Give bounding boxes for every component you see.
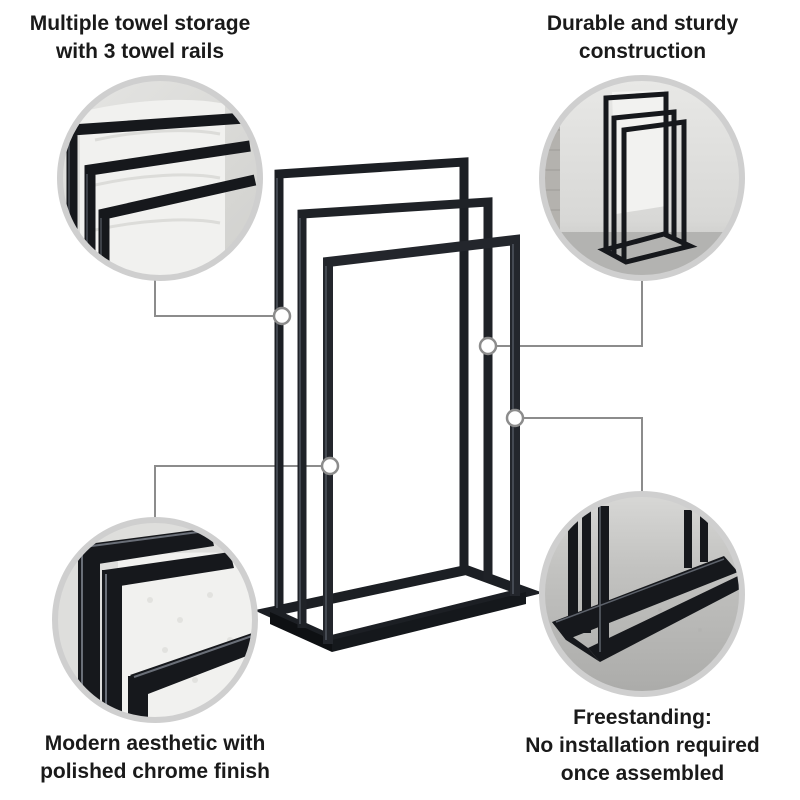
towel-rack — [254, 157, 544, 652]
callout-dot-aesthetic — [320, 456, 340, 476]
callout-dot-freestanding — [505, 408, 525, 428]
detail-circle-storage — [57, 75, 263, 281]
callout-dot-storage — [272, 306, 292, 326]
callout-line-aesthetic — [154, 465, 322, 520]
callout-lines — [154, 278, 643, 520]
callout-line-storage — [154, 278, 274, 317]
caption-line: Modern aesthetic with — [44, 732, 266, 755]
feature-caption-storage: Multiple towel storage with 3 towel rail… — [20, 10, 260, 66]
caption-line: Freestanding: — [573, 706, 712, 729]
feature-caption-freestanding: Freestanding: No installation required o… — [500, 704, 785, 788]
rail-middle — [297, 197, 493, 628]
detail-circle-freestanding — [539, 491, 745, 697]
caption-line: Durable and sturdy — [546, 12, 739, 35]
caption-line: polished chrome finish — [40, 760, 270, 783]
towel-image — [80, 99, 225, 278]
feature-caption-aesthetic: Modern aesthetic with polished chrome fi… — [15, 730, 295, 786]
callout-line-durable — [496, 278, 643, 347]
caption-line: once assembled — [560, 762, 725, 785]
rail-back — [274, 157, 469, 612]
callout-dots — [272, 306, 525, 476]
rack-base-front-right — [332, 592, 526, 652]
feature-caption-durable: Durable and sturdy construction — [515, 10, 770, 66]
detail-circle-aesthetic — [52, 517, 258, 723]
rack-base-front-left — [270, 612, 332, 652]
callout-line-freestanding — [523, 417, 643, 494]
towel-image — [612, 90, 666, 214]
caption-line: with 3 towel rails — [55, 40, 225, 63]
detail-circle-durable — [539, 75, 745, 281]
callout-dot-durable — [478, 336, 498, 356]
caption-line: Multiple towel storage — [29, 12, 251, 35]
caption-line: No installation required — [525, 734, 760, 757]
caption-line: construction — [578, 40, 707, 63]
